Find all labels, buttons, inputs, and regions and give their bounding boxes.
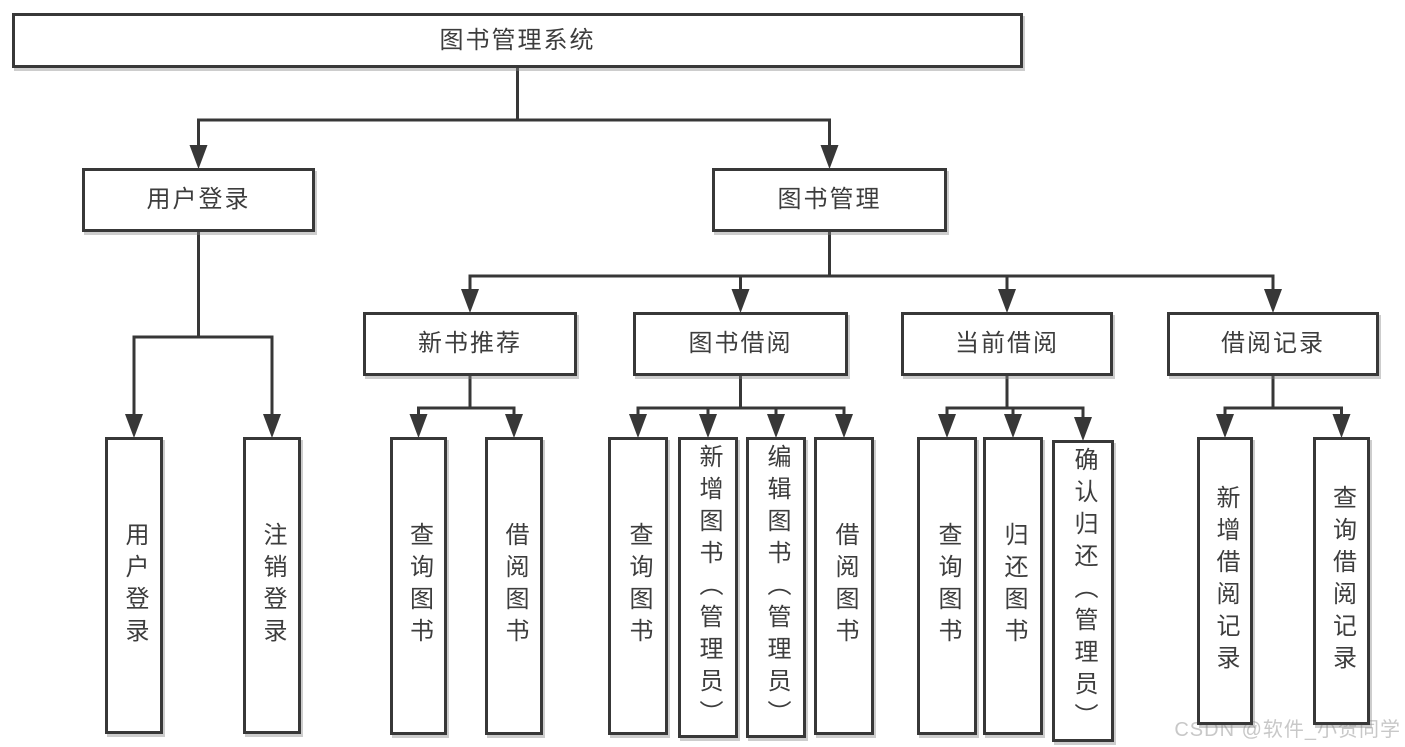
arrowhead-icon	[629, 414, 647, 438]
arrowhead-icon	[1004, 414, 1022, 438]
node-leaf-borrow-book-1: 借阅图书	[485, 437, 543, 735]
node-leaf-borrow-book-2: 借阅图书	[814, 437, 874, 735]
arrowhead-icon	[1074, 417, 1092, 441]
arrowhead-icon	[263, 414, 281, 438]
arrowhead-icon	[835, 414, 853, 438]
node-leaf-add-book: 新增图书（管理员）	[678, 437, 738, 738]
node-borrow-records: 借阅记录	[1167, 312, 1379, 376]
arrowhead-icon	[505, 414, 523, 438]
arrowhead-icon	[1216, 414, 1234, 438]
node-leaf-confirm-return: 确认归还（管理员）	[1052, 440, 1114, 742]
arrowhead-icon	[998, 289, 1016, 313]
arrowhead-icon	[699, 414, 717, 438]
node-user-login: 用户登录	[82, 168, 315, 232]
node-new-book-rec: 新书推荐	[363, 312, 577, 376]
node-leaf-query-book-1: 查询图书	[390, 437, 447, 735]
node-leaf-query-book-3: 查询图书	[917, 437, 977, 735]
node-leaf-add-record: 新增借阅记录	[1197, 437, 1253, 725]
node-leaf-return-book: 归还图书	[983, 437, 1043, 735]
node-book-mgmt: 图书管理	[712, 168, 947, 232]
arrowhead-icon	[767, 414, 785, 438]
arrowhead-icon	[938, 414, 956, 438]
node-book-borrow: 图书借阅	[633, 312, 848, 376]
arrowhead-icon	[1332, 414, 1351, 438]
arrowhead-icon	[731, 289, 750, 313]
arrowhead-icon	[461, 289, 479, 313]
arrowhead-icon	[409, 414, 428, 438]
node-root: 图书管理系统	[12, 13, 1023, 68]
node-leaf-user-login: 用户登录	[105, 437, 163, 734]
arrowhead-icon	[820, 145, 839, 169]
node-current-borrow: 当前借阅	[901, 312, 1113, 376]
node-leaf-logout: 注销登录	[243, 437, 301, 734]
node-leaf-edit-book: 编辑图书（管理员）	[746, 437, 806, 738]
arrowhead-icon	[189, 145, 208, 169]
arrowhead-icon	[1264, 289, 1282, 313]
node-leaf-query-record: 查询借阅记录	[1313, 437, 1370, 725]
arrowhead-icon	[125, 414, 143, 438]
node-leaf-query-book-2: 查询图书	[608, 437, 668, 735]
